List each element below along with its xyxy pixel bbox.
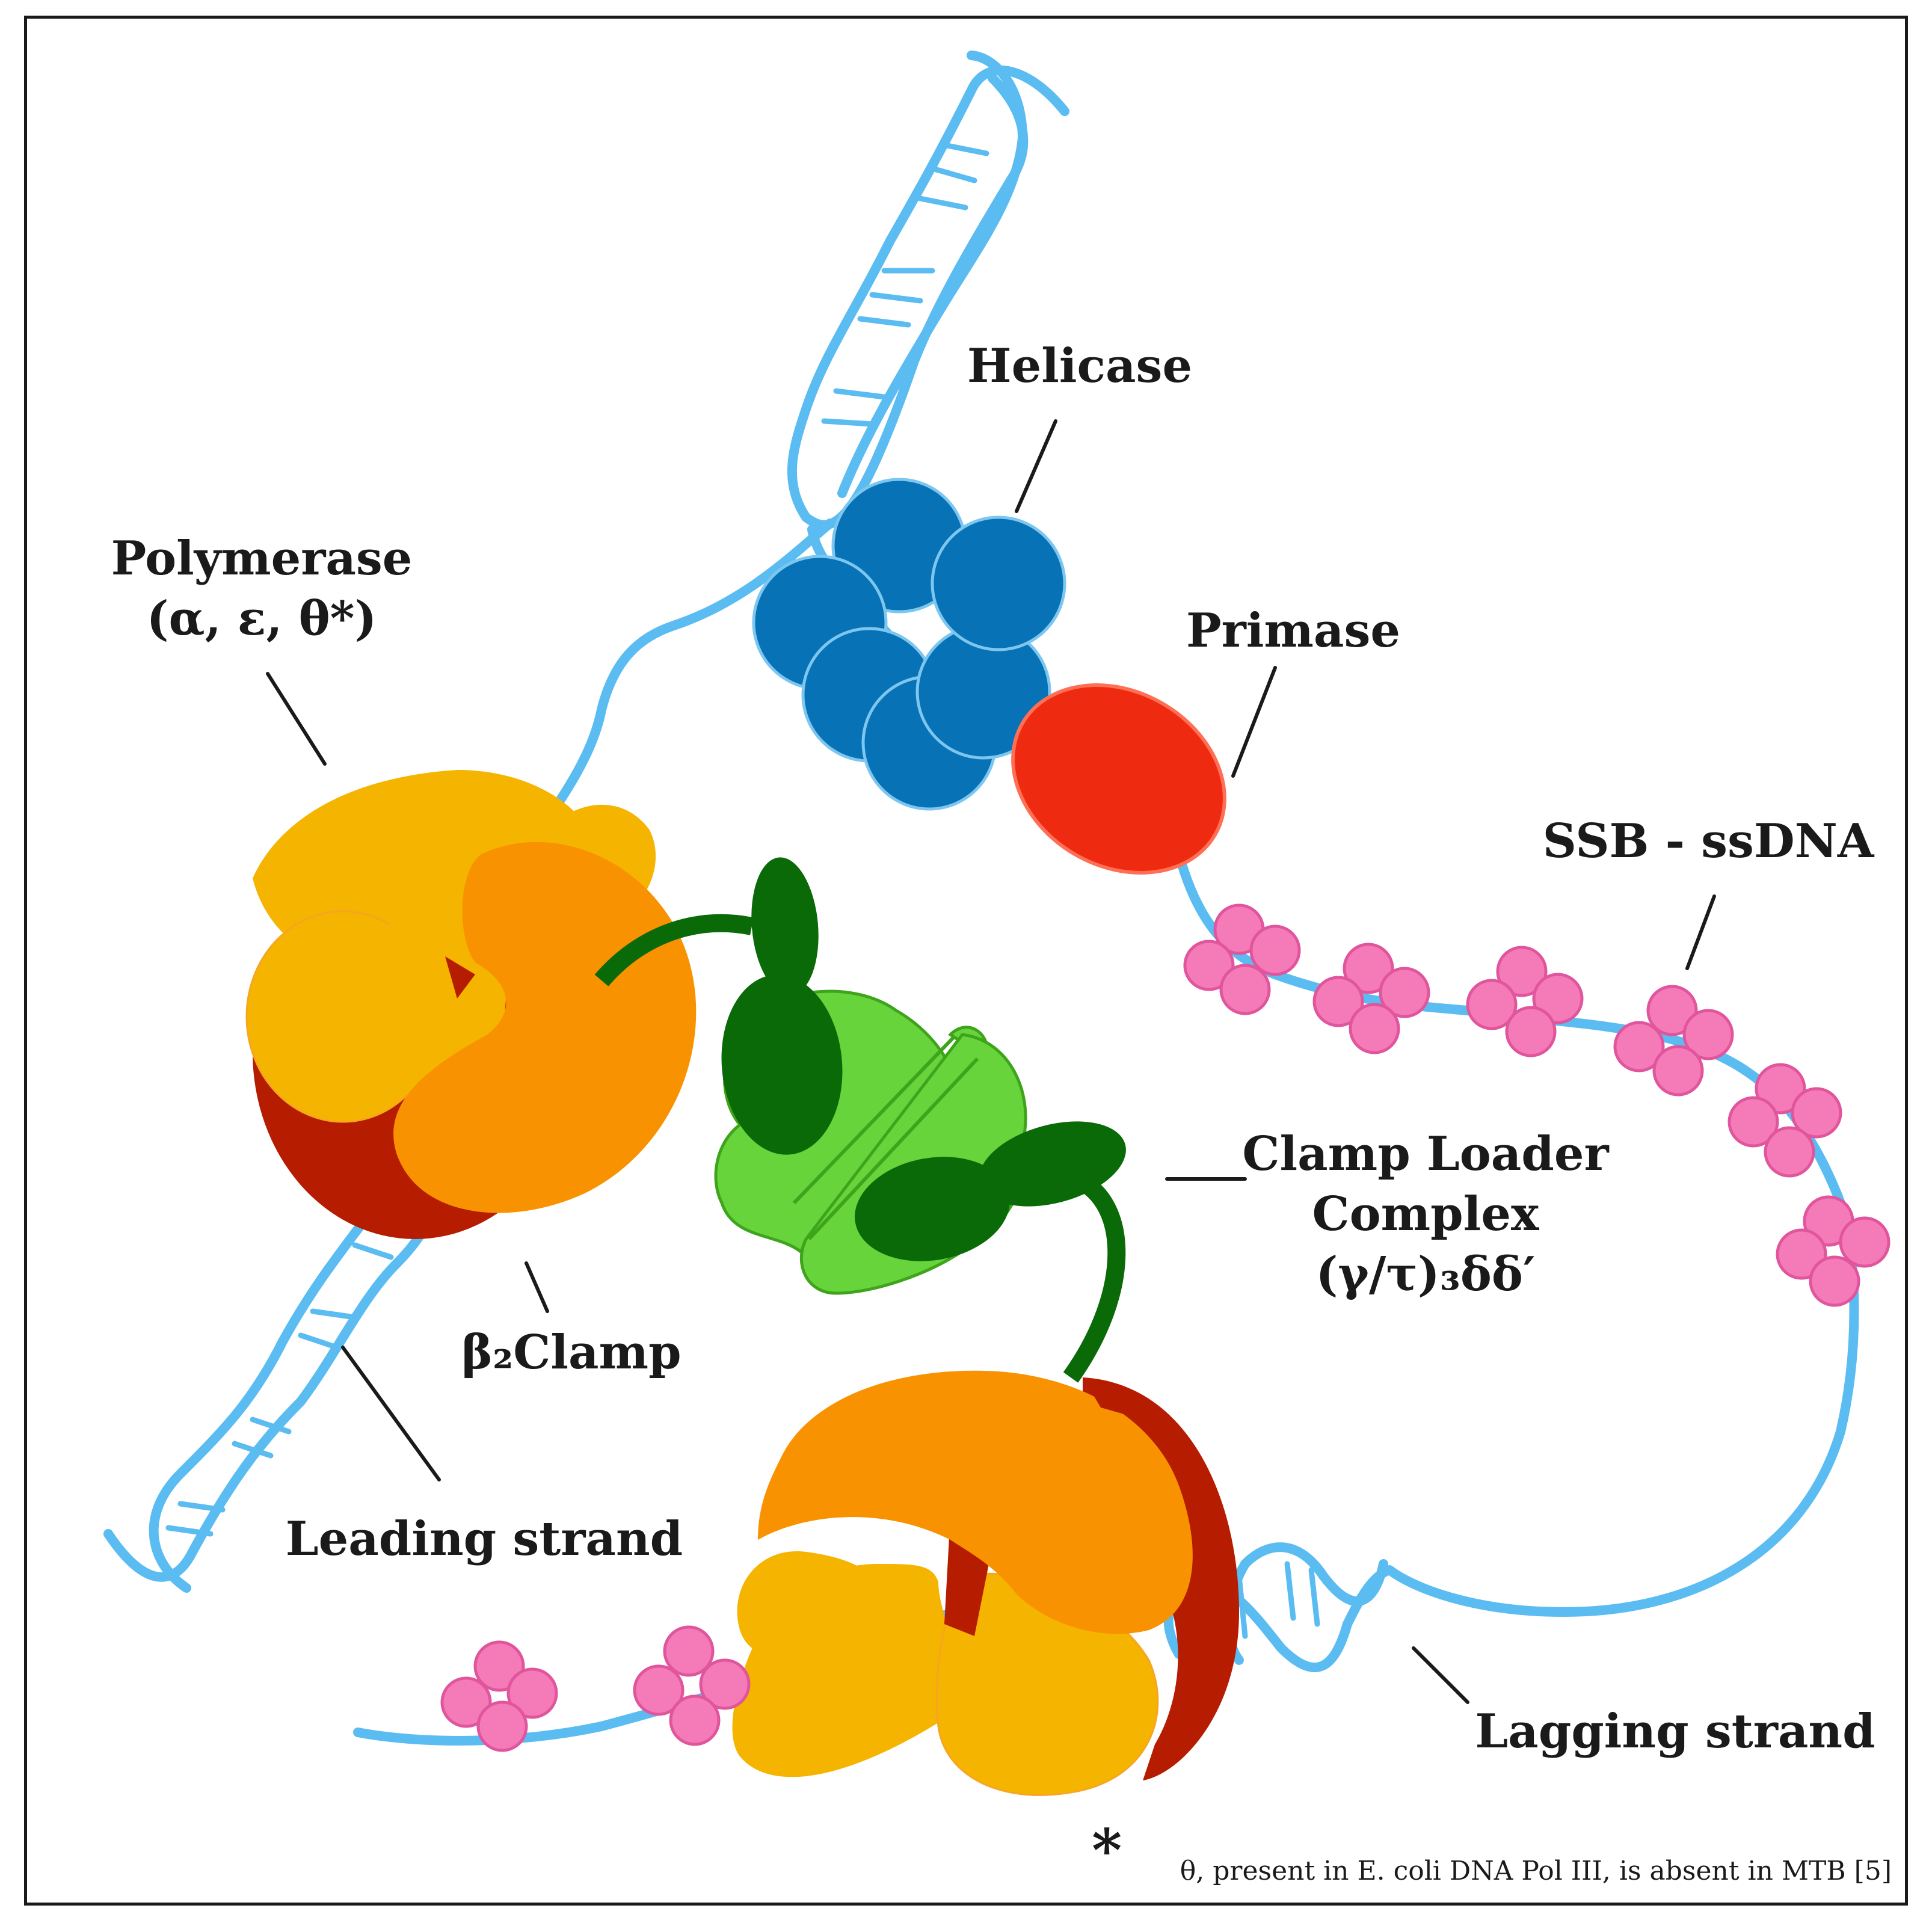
helicase-label: Helicase bbox=[967, 339, 1192, 393]
clamp-loader-label-line3: (γ/τ)₃δδ′ bbox=[1315, 1247, 1535, 1302]
primase bbox=[1011, 683, 1226, 875]
beta-clamp-label: β₂Clamp bbox=[461, 1325, 681, 1380]
upper-polymerase bbox=[245, 770, 697, 1239]
polymerase-label: Polymerase bbox=[111, 531, 413, 586]
clamp-loader-label-line2: Complex bbox=[1312, 1187, 1540, 1241]
clamp-loader-label-line1: Clamp Loader bbox=[1242, 1127, 1609, 1181]
footnote-marker: * bbox=[1092, 1817, 1122, 1885]
footnote-text: θ, present in E. coli DNA Pol III, is ab… bbox=[1180, 1856, 1892, 1886]
clamp-loader-complex bbox=[594, 857, 1126, 1383]
primase-label: Primase bbox=[1186, 603, 1400, 658]
lower-polymerase bbox=[732, 1370, 1239, 1796]
top-double-helix bbox=[787, 51, 1069, 530]
ssb-proteins bbox=[440, 903, 1890, 1752]
polymerase-subunits-label: (α, ε, θ*) bbox=[147, 591, 377, 646]
helicase bbox=[752, 478, 1066, 811]
lagging-strand-label: Lagging strand bbox=[1475, 1704, 1875, 1759]
leader-lines bbox=[266, 419, 1716, 1704]
leading-strand-label: Leading strand bbox=[286, 1512, 683, 1566]
ssb-label: SSB - ssDNA bbox=[1543, 814, 1875, 869]
